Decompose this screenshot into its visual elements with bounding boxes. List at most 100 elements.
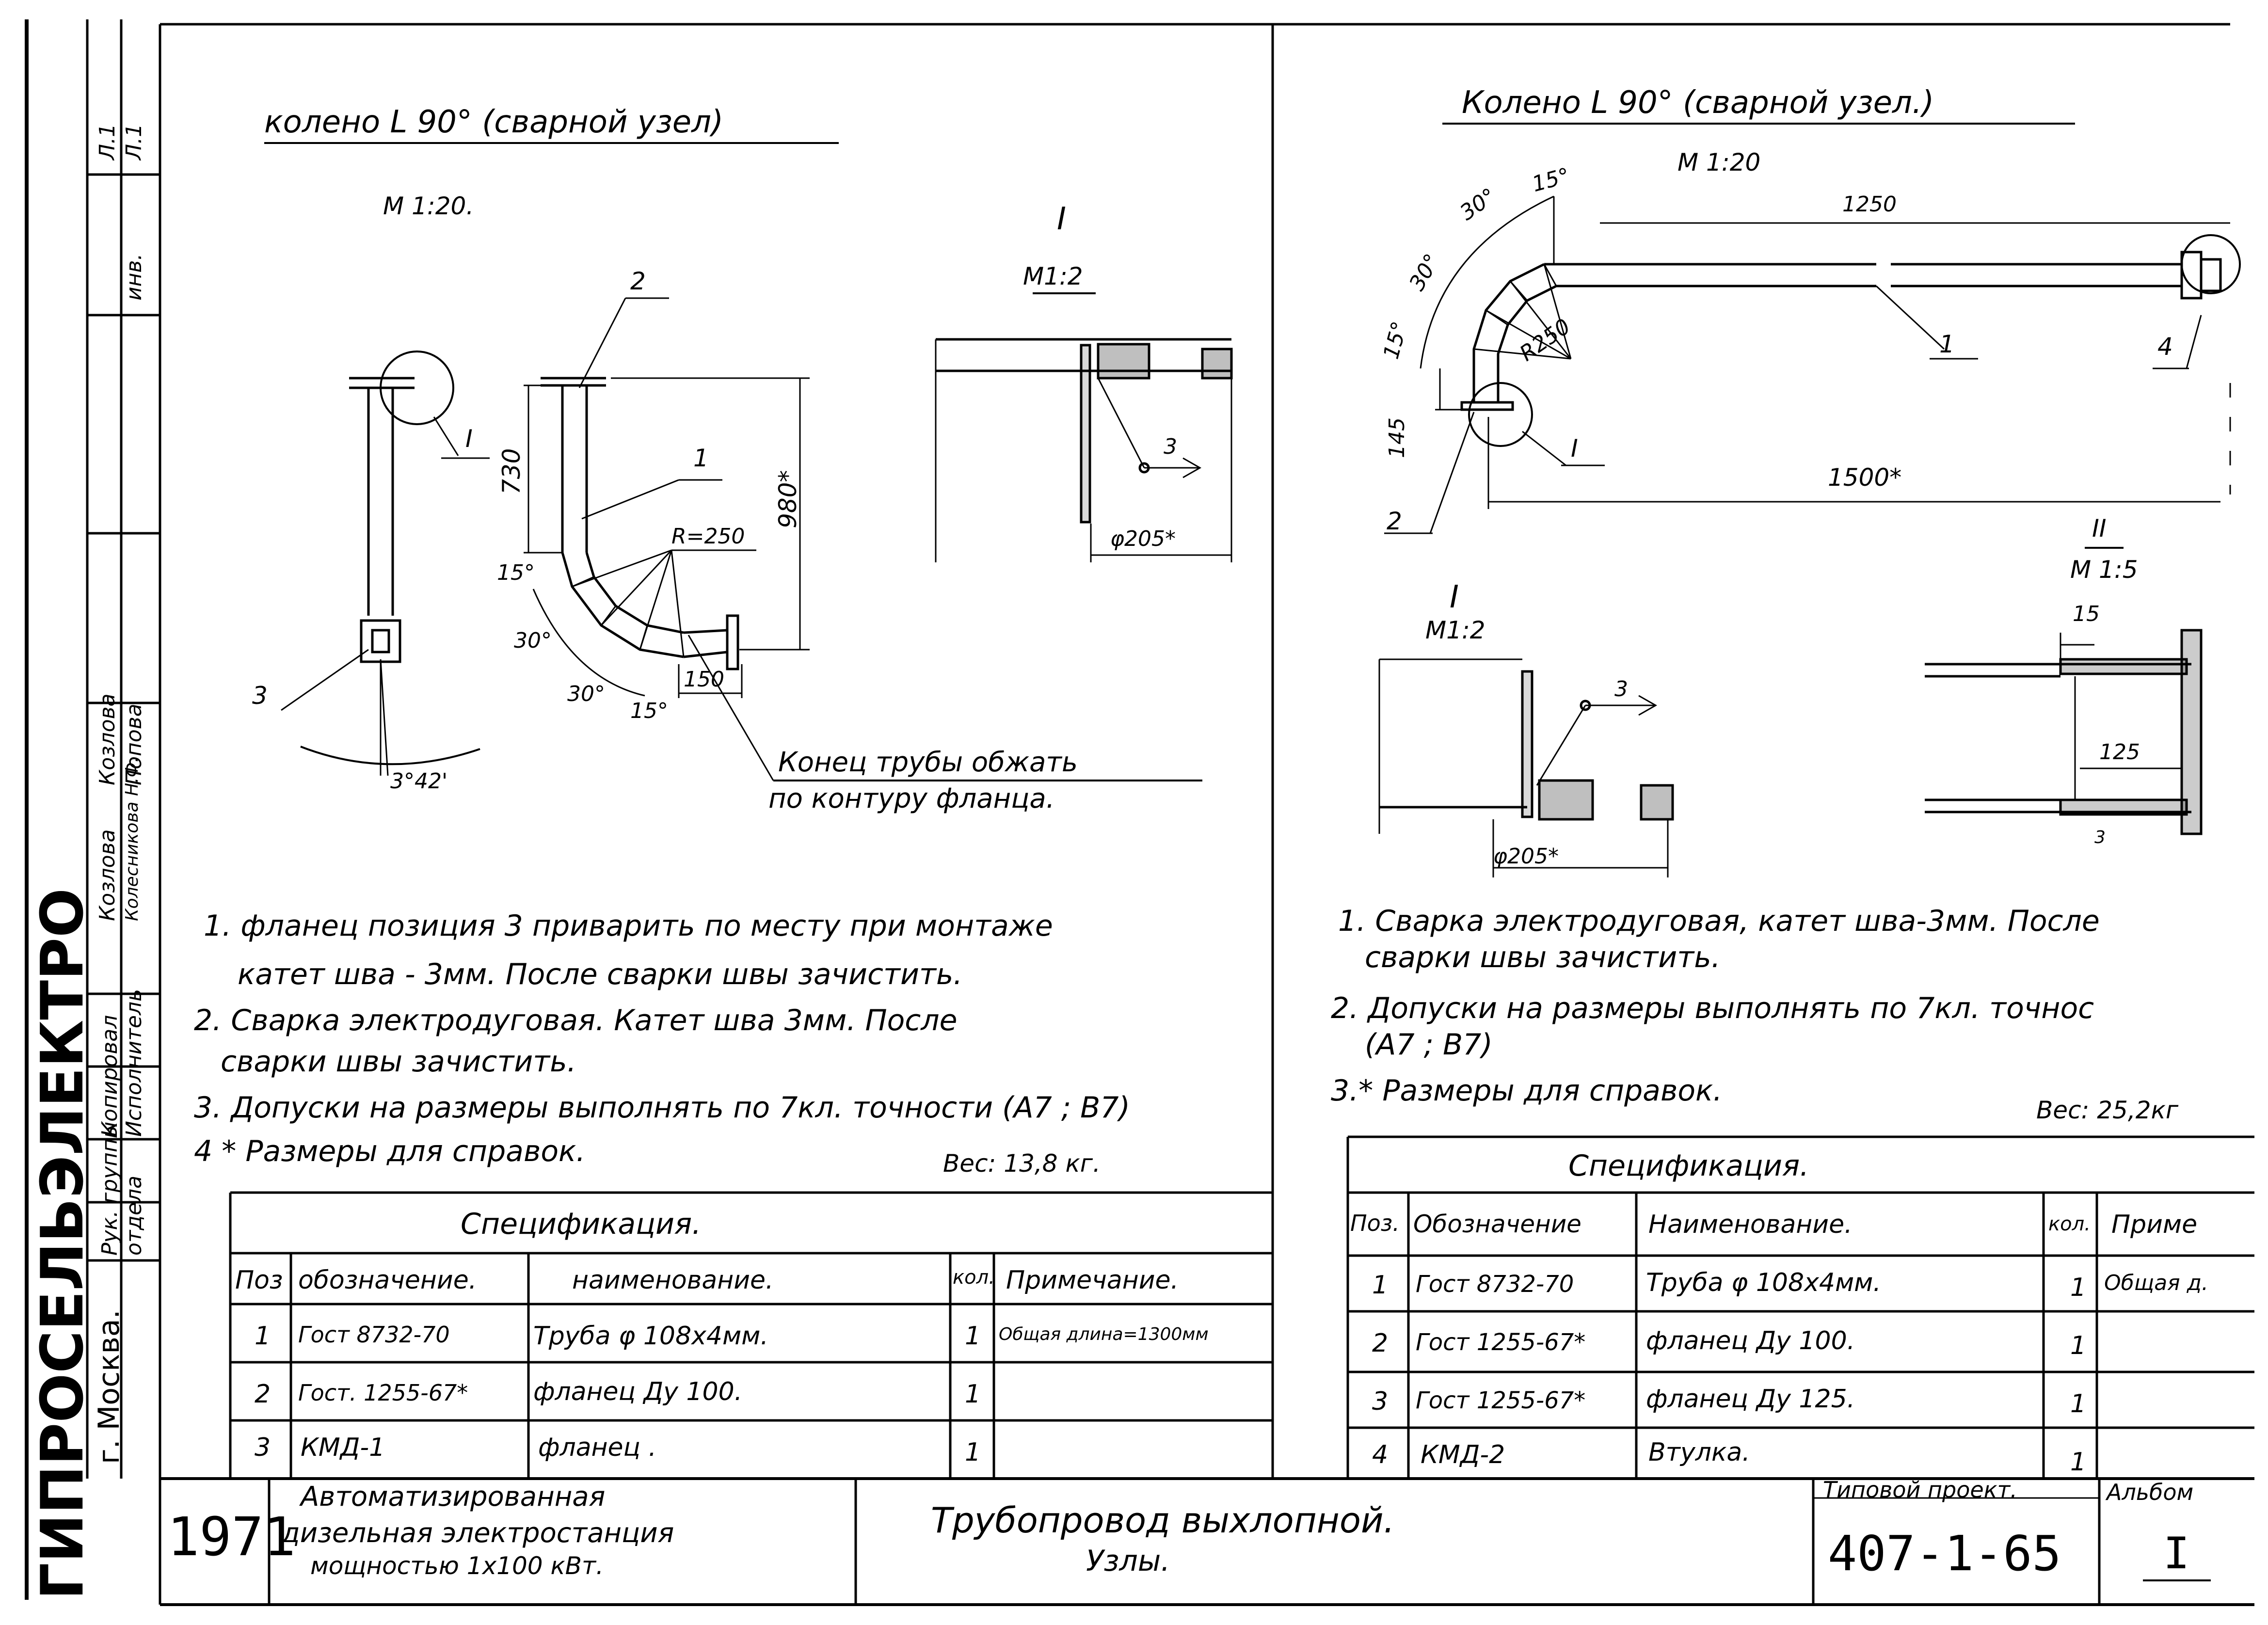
side-stamp-role-1: отдела [122,1175,146,1256]
right-spec-r3-code: Гост 1255-67* [1416,1387,1586,1414]
tb-project-line-1: Автоматизированная [301,1481,606,1513]
side-stamp-name-4: Попова [122,703,146,785]
right-callout-4: 4 [2157,333,2173,361]
left-detail-I [936,293,1231,562]
left-note-1: 1. фланец позиция 3 приварить по месту п… [204,909,1053,943]
right-note-3: 3.* Размеры для справок. [1331,1074,1723,1108]
right-spec-r1-code: Гост 8732-70 [1416,1271,1574,1298]
side-stamp-sheet-b: Л.1 [95,123,120,160]
dim-980: 980* [774,470,802,528]
left-detail-scale: М1:2 [1023,262,1083,290]
dim-15a: 15° [497,560,535,585]
right-callout-1: 1 [1939,330,1955,358]
right-spec-h-code: Обозначение [1413,1210,1581,1238]
right-spec-grid [1348,1137,2254,1479]
left-spec-r1-qty: 1 [965,1322,981,1351]
right-spec-r1-pos: 1 [1372,1271,1389,1300]
dim-15: 15 [2073,602,2100,626]
right-note-1b: сварки швы зачистить. [1365,940,1721,974]
side-stamp-role-3: Исполнитель [122,988,146,1137]
right-spec-r3-qty: 1 [2070,1389,2087,1418]
left-callout-I: I [465,425,473,453]
left-callout-1: 1 [693,444,709,472]
tb-album-number: I [2163,1528,2190,1579]
left-spec-r1-code: Гост 8732-70 [298,1322,450,1348]
left-note-3: 3. Допуски на размеры выполнять по 7кл. … [194,1091,1130,1125]
right-note-1: 1. Сварка электродуговая, катет шва-3мм.… [1338,904,2100,938]
right-phi205: φ205* [1493,844,1559,869]
right-spec-r1-name: Труба φ 108х4мм. [1646,1268,1881,1297]
tb-drawing-title-1: Трубопровод выхлопной. [931,1500,1395,1541]
left-spec-r3-name: фланец . [538,1433,657,1462]
dim-342: 3°42' [390,769,448,794]
left-spec-h-pos: Поз [235,1266,283,1295]
right-note-2: 2. Допуски на размеры выполнять по 7кл. … [1331,991,2094,1025]
tb-project-line-3: мощностью 1х100 кВт. [310,1552,604,1580]
left-spec-h-name: наименование. [572,1266,774,1295]
right-note-2b: (А7 ; В7) [1365,1028,1493,1062]
left-spec-r2-code: Гост. 1255-67* [298,1380,468,1406]
right-weld-mark: 3 [1614,677,1628,701]
side-stamp-name-3: Козлова [95,693,120,786]
right-callout-2: 2 [1387,507,1402,535]
side-stamp-role-2: Рук. группы [97,1121,122,1256]
left-spec-r2-qty: 1 [965,1380,981,1409]
right-spec-r4-qty: 1 [2070,1448,2087,1477]
right-detail2-mark: II [2092,514,2107,542]
left-detail-mark: I [1057,201,1066,237]
left-weld-mark: 3 [1164,434,1177,459]
right-title: Колено L 90° (сварной узел.) [1462,85,1934,121]
dim-r250: R=250 [671,524,745,549]
left-spec-r3-qty: 1 [965,1438,981,1467]
left-spec-title: Спецификация. [461,1207,702,1241]
tb-project-line-2: дизельная электростанция [281,1517,674,1549]
right-detail1-scale: М1:2 [1425,616,1485,644]
right-spec-r2-code: Гост 1255-67* [1416,1329,1586,1356]
left-spec-r3-code: КМД-1 [301,1433,385,1462]
tb-year: 1971 [167,1506,296,1568]
right-spec-r2-qty: 1 [2070,1331,2087,1360]
left-spec-h-note: Примечание. [1006,1266,1179,1295]
left-side-view [281,351,490,776]
right-detail-I [1379,659,1673,877]
left-scale: М 1:20. [383,192,474,220]
right-detail2-scale: М 1:5 [2070,556,2138,584]
crimp-note-2: по контуру фланца. [768,783,1055,814]
left-spec-h-code: обозначение. [298,1266,477,1295]
right-spec-r3-name: фланец Ду 125. [1646,1385,1855,1414]
left-callout-3: 3 [252,682,268,710]
left-spec-r3-pos: 3 [255,1433,271,1462]
left-spec-r1-note: Общая длина=1300мм [999,1324,1209,1344]
side-stamp-role-4: Копировал [97,1015,122,1137]
right-spec-h-note: Приме [2111,1210,2198,1239]
left-callout-2: 2 [630,267,646,295]
dim-1500: 1500* [1828,463,1902,492]
right-detail1-mark: I [1450,579,1459,615]
dim-145: 145 [1385,417,1409,458]
right-spec-r2-name: фланец Ду 100. [1646,1326,1855,1355]
left-note-1b: катет шва - 3мм. После сварки швы зачист… [238,957,963,991]
right-bend-view [1384,196,2240,533]
dim-30b: 30° [567,682,605,706]
dim-15b: 15° [630,699,668,723]
dim-30a: 30° [514,628,552,653]
right-spec-r1-qty: 1 [2070,1273,2087,1302]
dim-730: 730 [497,448,526,494]
right-spec-r4-name: Втулка. [1648,1438,1750,1467]
crimp-note-1: Конец трубы обжать [778,747,1078,778]
side-stamp-name-1: Козлова [95,829,120,922]
left-spec-h-qty: кол. [953,1266,995,1289]
tb-album-label: Альбом [2107,1479,2194,1505]
left-weight: Вес: 13,8 кг. [943,1149,1101,1178]
left-title: колено L 90° (сварной узел) [264,104,724,140]
tb-project-number: 407-1-65 [1828,1525,2061,1582]
left-phi205: φ205* [1110,526,1176,551]
left-note-2b: сварки швы зачистить. [221,1045,576,1079]
left-note-4: 4 * Размеры для справок. [194,1134,586,1168]
right-spec-r4-pos: 4 [1372,1440,1389,1469]
right-spec-r1-note: Общая д. [2104,1271,2209,1295]
dim-125: 125 [2099,740,2140,765]
right-spec-title: Спецификация. [1568,1149,1809,1183]
